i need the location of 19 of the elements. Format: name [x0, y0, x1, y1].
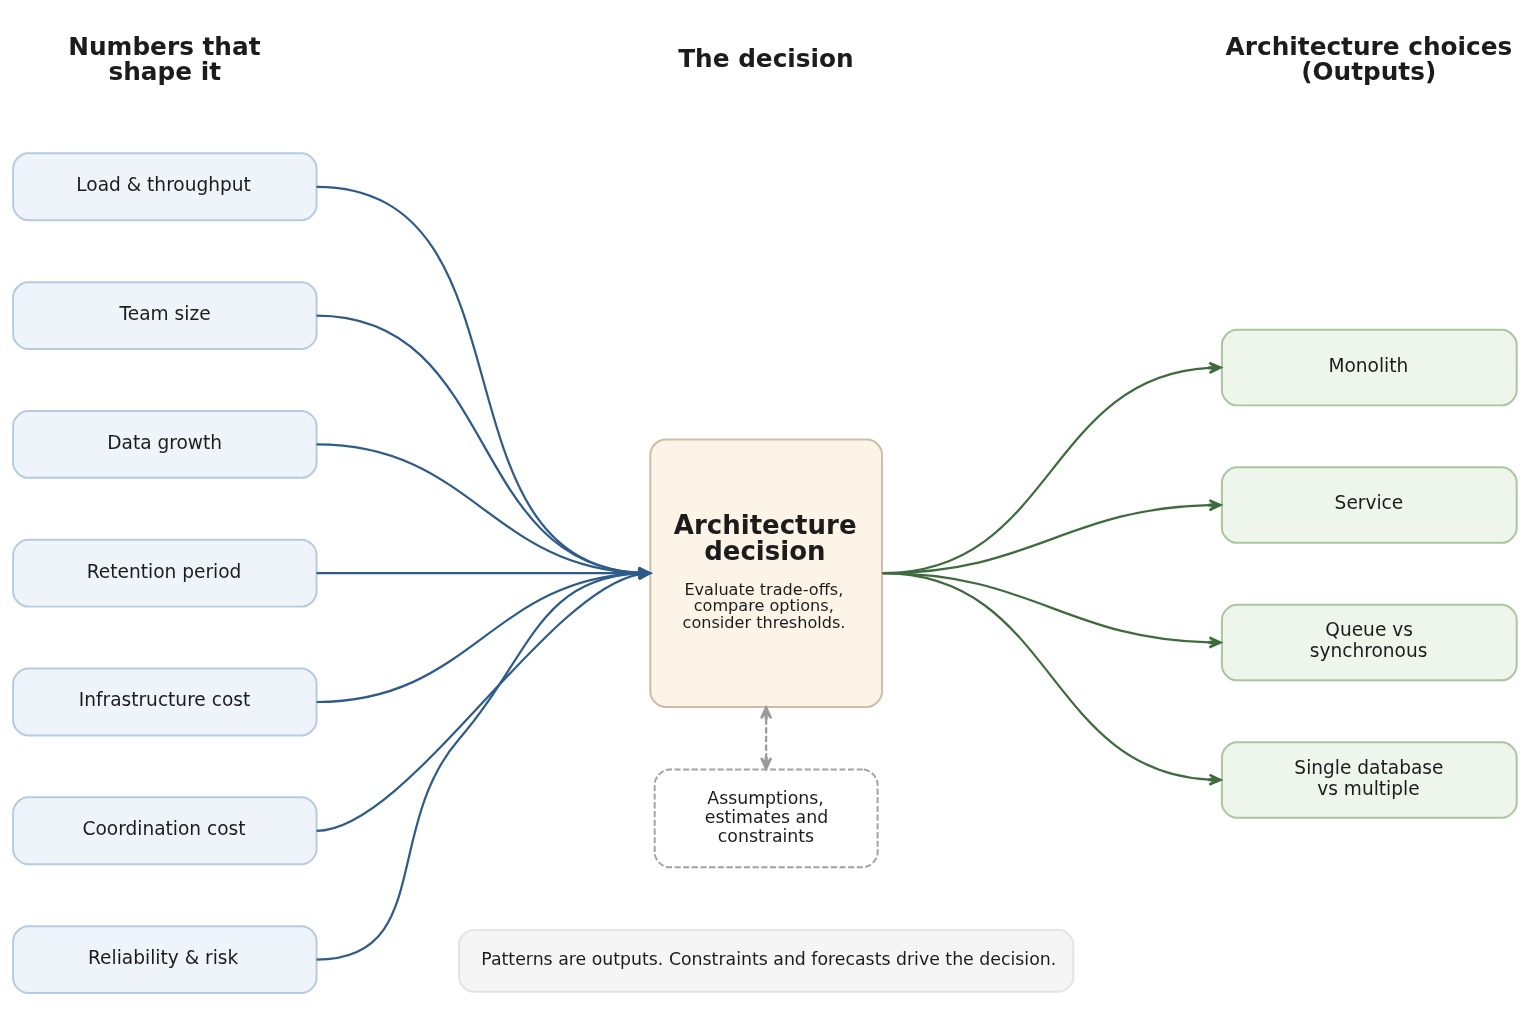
node-box: Queue vs synchronous: [1220, 603, 1518, 681]
node-box: Coordination cost: [12, 795, 318, 865]
node-box: Infrastructure cost: [12, 667, 318, 736]
node-box: Patterns are outputs. Constraints and forecasts drive the decision.: [458, 928, 1075, 993]
node-box: Load & throughput: [12, 151, 318, 221]
arrow: [760, 705, 773, 770]
node-box: Reliability & risk: [12, 924, 318, 994]
node-box: Data growth: [12, 409, 318, 479]
node-box: Architecture decision Evaluate trade-offs, compare options, consider thresholds.: [649, 437, 883, 708]
node-box: Team size: [12, 280, 318, 350]
node-box: Single database vs multiple: [1220, 740, 1518, 819]
node-box: Service: [1220, 465, 1518, 544]
node-box: Monolith: [1220, 328, 1518, 406]
node-box: Retention period: [12, 538, 318, 608]
label: The decision: [678, 43, 854, 73]
label: Architecture choices (Outputs): [1225, 31, 1513, 86]
arrow: [882, 571, 1222, 786]
label: Numbers that shape it: [68, 31, 261, 86]
node-box: Assumptions, estimates and constraints: [653, 768, 879, 868]
